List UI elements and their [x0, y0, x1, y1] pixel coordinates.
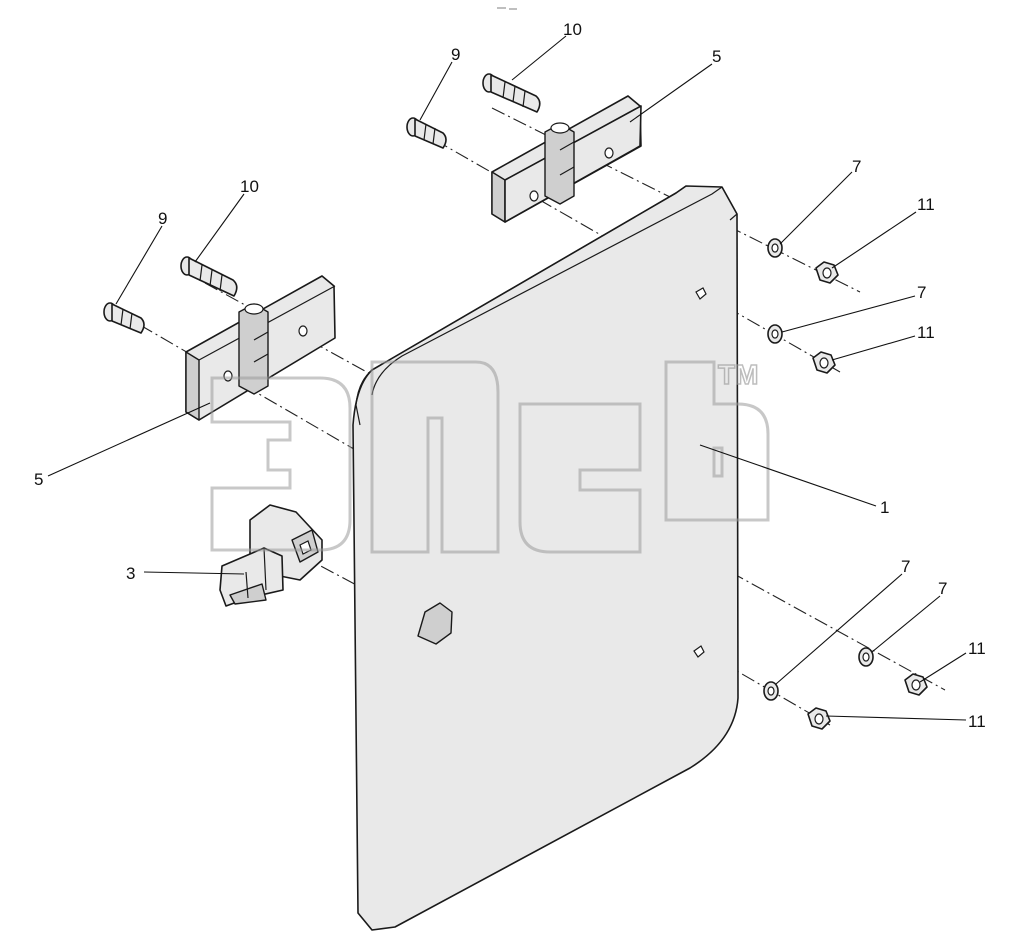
- callout-10-lower: 10: [240, 177, 259, 196]
- callout-11-second: 11: [917, 323, 935, 342]
- callout-9-upper: 9: [451, 45, 460, 64]
- panel-hole-upper: [695, 287, 707, 300]
- screw-lower-long: [180, 256, 238, 297]
- latch-cutout: [417, 602, 453, 645]
- hinge-upper: [491, 95, 642, 223]
- callout-10-upper: 10: [563, 20, 582, 39]
- screw-lower-short: [103, 302, 145, 334]
- callout-11-fourth: 11: [968, 712, 986, 731]
- callouts: 10 9 5 7 11 7 11 10 9 5 1 3 7 7 11 11: [34, 20, 986, 731]
- screw-upper-long: [482, 73, 541, 113]
- watermark-logo: TM: [210, 358, 770, 554]
- leader-lines: [47, 35, 967, 721]
- washers: [763, 238, 874, 701]
- hinge-lower: [185, 275, 336, 421]
- callout-7-fourth: 7: [938, 579, 947, 598]
- callout-5-upper: 5: [712, 47, 721, 66]
- callout-3-latch: 3: [126, 564, 135, 583]
- callout-1-panel: 1: [880, 498, 889, 517]
- callout-7-second: 7: [917, 283, 926, 302]
- callout-11-upper: 11: [917, 195, 935, 214]
- callout-7-upper: 7: [852, 157, 861, 176]
- watermark-tm: TM: [718, 359, 758, 390]
- callout-7-third: 7: [901, 557, 910, 576]
- top-mark: [497, 7, 517, 10]
- screw-upper-short: [406, 117, 447, 149]
- door-panel: [352, 185, 739, 931]
- latch-assembly: [219, 504, 323, 607]
- callout-11-third: 11: [968, 639, 986, 658]
- callout-5-lower: 5: [34, 470, 43, 489]
- callout-9-lower: 9: [158, 209, 167, 228]
- panel-hole-lower: [693, 645, 705, 658]
